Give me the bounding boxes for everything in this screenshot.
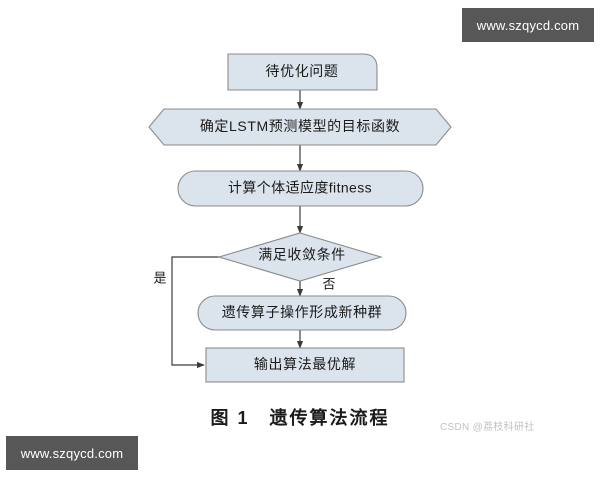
node-converge-label: 满足收敛条件	[258, 247, 346, 263]
watermark-top-right: www.szqycd.com	[462, 8, 594, 42]
branch-label-no: 否	[322, 276, 335, 291]
node-operator-label: 遗传算子操作形成新种群	[222, 304, 383, 320]
node-converge	[217, 232, 383, 282]
node-problem	[227, 53, 378, 91]
node-objective	[148, 108, 452, 146]
connector-converge-output-yes	[171, 256, 228, 369]
node-output	[205, 347, 405, 383]
watermark-csdn: CSDN @荔枝科研社	[440, 422, 535, 433]
node-fitness-label: 计算个体适应度fitness	[228, 180, 372, 196]
branch-label-yes: 是	[153, 270, 166, 285]
node-output-label: 输出算法最优解	[254, 356, 356, 372]
figure-caption: 图 1 遗传算法流程	[210, 408, 390, 428]
node-problem-label: 待优化问题	[266, 63, 339, 79]
node-fitness	[177, 170, 424, 207]
watermark-bottom-left: www.szqycd.com	[6, 436, 138, 470]
node-objective-label: 确定LSTM预测模型的目标函数	[200, 118, 400, 134]
node-operator	[197, 295, 407, 331]
